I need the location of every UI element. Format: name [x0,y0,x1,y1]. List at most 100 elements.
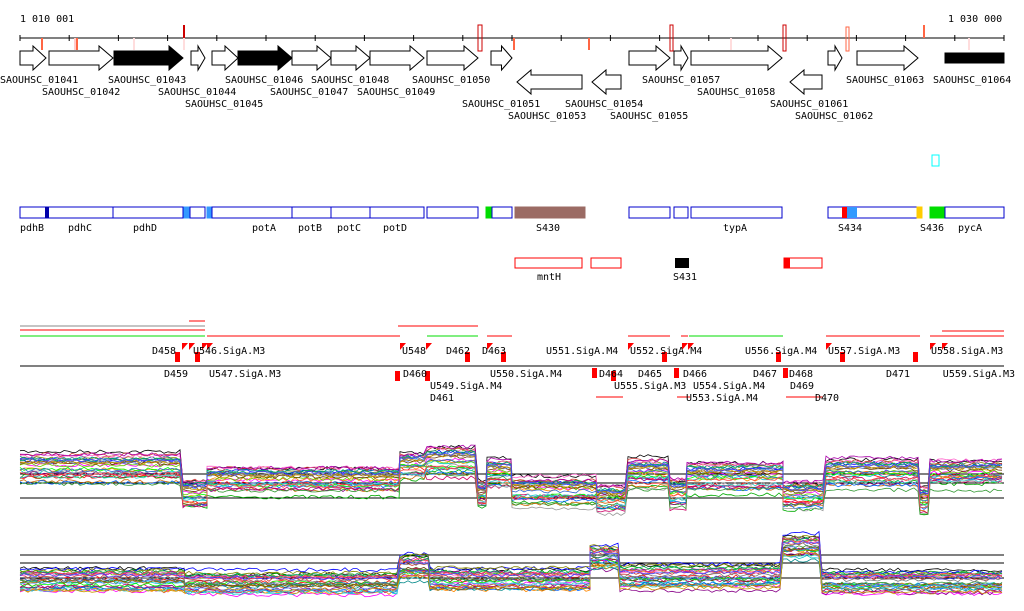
gene-arrow[interactable] [490,44,513,72]
gene-label[interactable]: SAOUHSC_01054 [565,99,643,110]
gene-arrow[interactable] [426,44,479,72]
feature-label[interactable]: potC [337,223,361,234]
gene-arrow[interactable] [369,44,425,72]
transcript-label[interactable]: U551.SigA.M4 [546,346,618,357]
feature-label[interactable]: S434 [838,223,862,234]
feature-box[interactable] [183,206,191,219]
gene-arrow[interactable] [690,44,783,72]
transcript-label[interactable]: D471 [886,369,910,380]
feature-box[interactable] [929,206,945,219]
transcript-label[interactable]: D469 [790,381,814,392]
gene-label[interactable]: SAOUHSC_01055 [610,111,688,122]
gene-arrow[interactable] [291,44,332,72]
transcript-label[interactable]: U549.SigA.M4 [430,381,502,392]
gene-label[interactable]: SAOUHSC_01048 [311,75,389,86]
feature-box[interactable] [19,206,47,219]
gene-label[interactable]: SAOUHSC_01051 [462,99,540,110]
transcript-label[interactable]: D470 [815,393,839,404]
gene-label[interactable]: SAOUHSC_01043 [108,75,186,86]
gene-label[interactable]: SAOUHSC_01042 [42,87,120,98]
transcript-label[interactable]: U546.SigA.M3 [193,346,265,357]
feature-box[interactable] [514,257,583,269]
transcript-label[interactable]: D463 [482,346,506,357]
gene-label[interactable]: SAOUHSC_01064 [933,75,1011,86]
feature-box[interactable] [673,206,689,219]
feature-box[interactable] [628,206,671,219]
feature-box[interactable] [514,206,586,219]
gene-label[interactable]: SAOUHSC_01062 [795,111,873,122]
feature-box[interactable] [485,206,493,219]
transcript-label[interactable]: U550.SigA.M4 [490,369,562,380]
feature-label[interactable]: S430 [536,223,560,234]
transcript-label[interactable]: U548 [402,346,426,357]
feature-box[interactable] [211,206,293,219]
feature-label[interactable]: potA [252,223,276,234]
transcript-label[interactable]: D460 [403,369,427,380]
feature-label[interactable]: S431 [673,272,697,283]
transcript-label[interactable]: D458 [152,346,176,357]
feature-box[interactable] [45,206,114,219]
gene-arrow[interactable] [516,68,583,96]
gene-label[interactable]: SAOUHSC_01049 [357,87,435,98]
feature-box[interactable] [590,257,622,269]
gene-label[interactable]: SAOUHSC_01053 [508,111,586,122]
gene-arrow[interactable] [190,44,206,72]
transcript-label[interactable]: U559.SigA.M3 [943,369,1015,380]
transcript-label[interactable]: U555.SigA.M3 [614,381,686,392]
feature-box[interactable] [330,206,371,219]
gene-label[interactable]: SAOUHSC_01057 [642,75,720,86]
feature-box[interactable] [206,206,213,219]
feature-label[interactable]: S436 [920,223,944,234]
transcript-label[interactable]: D462 [446,346,470,357]
feature-label[interactable]: pdhB [20,223,44,234]
gene-label[interactable]: SAOUHSC_01044 [158,87,236,98]
gene-arrow[interactable] [330,44,371,72]
transcript-label[interactable]: D461 [430,393,454,404]
gene-label[interactable]: SAOUHSC_01058 [697,87,775,98]
feature-box[interactable] [291,206,332,219]
transcript-label[interactable]: D459 [164,369,188,380]
feature-label[interactable]: pdhD [133,223,157,234]
feature-box[interactable] [944,206,1005,219]
transcript-label[interactable]: U558.SigA.M3 [931,346,1003,357]
gene-arrow[interactable] [19,44,47,72]
gene-arrow[interactable] [789,68,823,96]
gene-arrow[interactable] [113,44,184,72]
feature-box[interactable] [491,206,513,219]
feature-label[interactable]: potD [383,223,407,234]
transcript-label[interactable]: U556.SigA.M4 [745,346,817,357]
gene-arrow[interactable] [48,44,114,72]
feature-box[interactable] [690,206,783,219]
feature-box[interactable] [112,206,184,219]
feature-box[interactable] [916,206,923,219]
gene-arrow[interactable] [856,44,919,72]
gene-arrow[interactable] [944,52,1005,64]
transcript-label[interactable]: U552.SigA.M4 [630,346,702,357]
feature-box[interactable] [369,206,425,219]
feature-box[interactable] [426,206,479,219]
gene-arrow[interactable] [628,44,671,72]
feature-box[interactable] [675,258,689,268]
gene-label[interactable]: SAOUHSC_01046 [225,75,303,86]
gene-label[interactable]: SAOUHSC_01063 [846,75,924,86]
transcript-label[interactable]: U547.SigA.M3 [209,369,281,380]
transcript-label[interactable]: D468 [789,369,813,380]
gene-label[interactable]: SAOUHSC_01045 [185,99,263,110]
gene-arrow[interactable] [673,44,689,72]
gene-arrow[interactable] [211,44,239,72]
feature-box[interactable] [189,206,206,219]
feature-box[interactable] [827,206,918,219]
transcript-label[interactable]: D467 [753,369,777,380]
feature-label[interactable]: potB [298,223,322,234]
gene-label[interactable]: SAOUHSC_01047 [270,87,348,98]
transcript-label[interactable]: U554.SigA.M4 [693,381,765,392]
feature-label[interactable]: pdhC [68,223,92,234]
gene-label[interactable]: SAOUHSC_01041 [0,75,78,86]
transcript-label[interactable]: D464 [599,369,623,380]
gene-arrow[interactable] [827,44,843,72]
feature-label[interactable]: mntH [537,272,561,283]
transcript-label[interactable]: U557.SigA.M3 [828,346,900,357]
gene-label[interactable]: SAOUHSC_01061 [770,99,848,110]
transcript-label[interactable]: U553.SigA.M4 [686,393,758,404]
gene-arrow[interactable] [591,68,622,96]
